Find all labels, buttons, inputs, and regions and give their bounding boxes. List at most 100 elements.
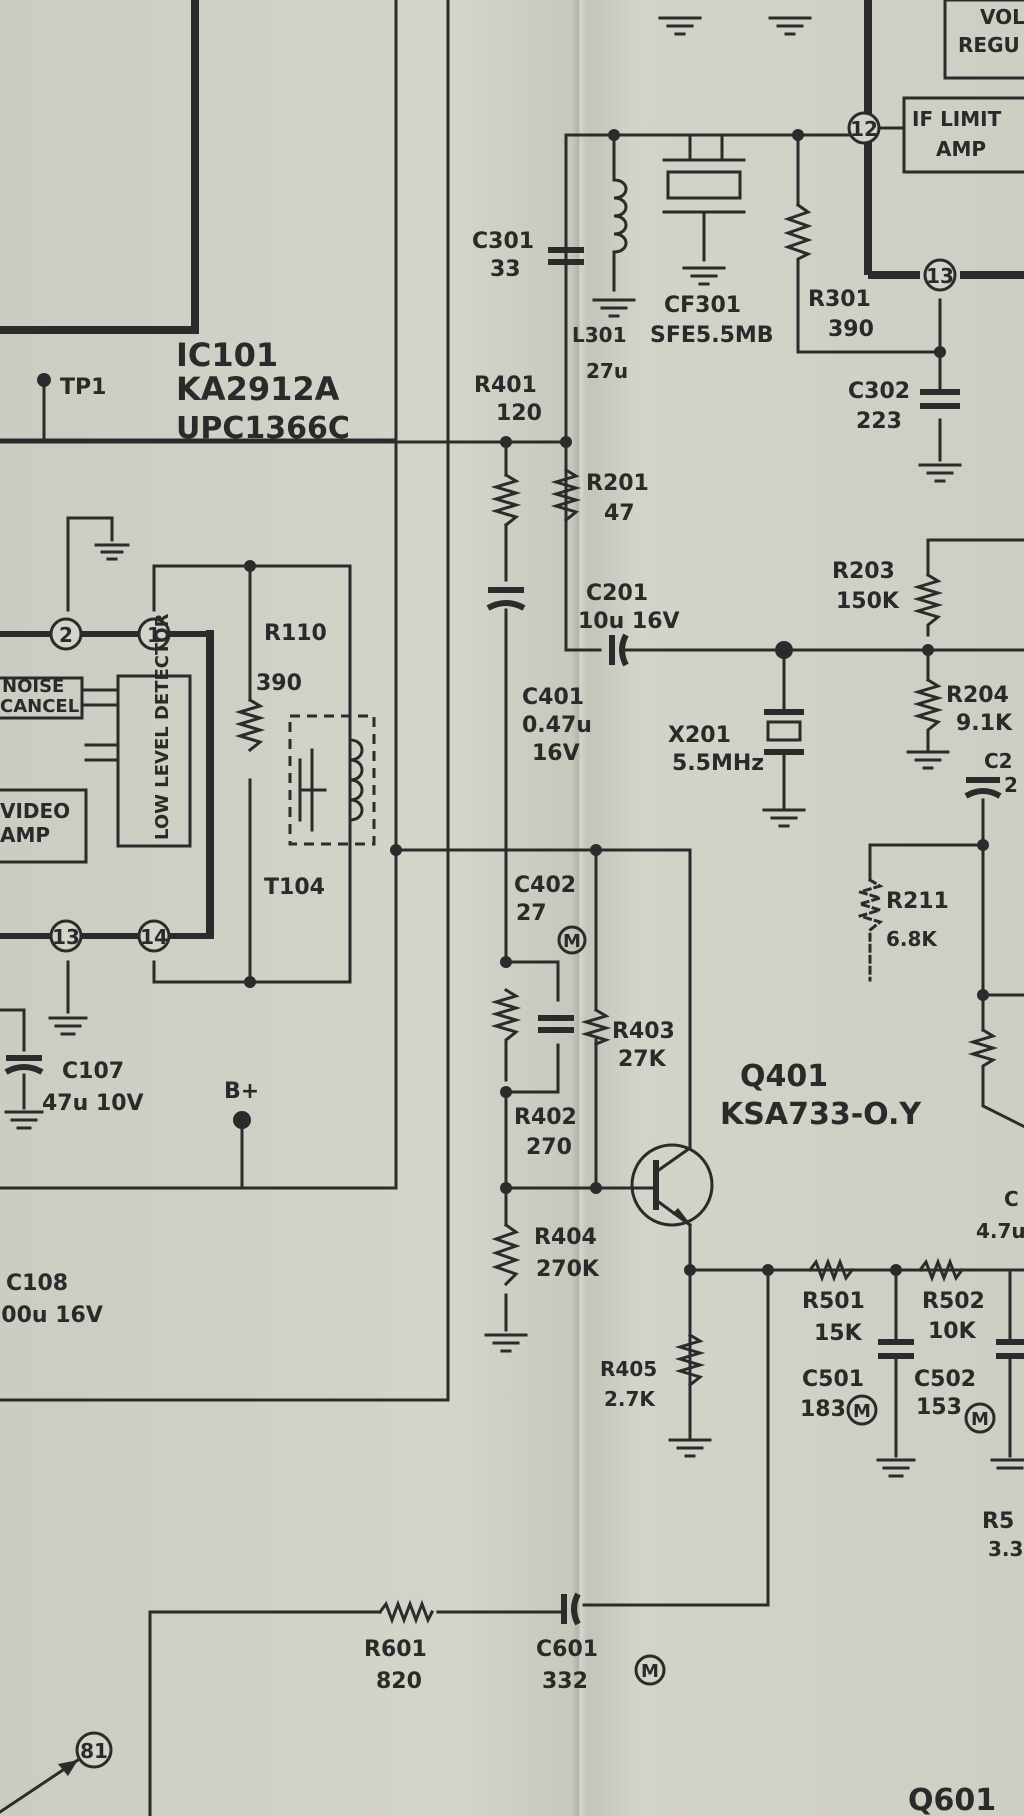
r201-resistor: [550, 467, 582, 523]
c601-value: 332: [542, 1669, 588, 1694]
r211-ref: R211: [886, 889, 949, 914]
r402-resistor: [490, 987, 522, 1082]
cf301-ref: CF301: [664, 293, 741, 318]
r204-ref: R204: [946, 683, 1009, 708]
r405-resistor: [674, 1268, 706, 1432]
ic-block-upper: [0, 0, 199, 334]
l301-ref: L301: [572, 323, 627, 347]
cf301-value: SFE5.5MB: [650, 323, 774, 348]
l301-value: 27u: [586, 359, 628, 383]
m-marker-c402: M: [557, 925, 587, 955]
r203-r204-network: [906, 538, 1024, 770]
svg-text:IC101: IC101: [176, 336, 278, 374]
bottom-wiring: [148, 1603, 770, 1816]
svg-text:13: 13: [926, 264, 954, 288]
q401-transistor: [594, 1138, 714, 1272]
tp1-testpoint: [37, 373, 51, 444]
svg-text:M: M: [853, 1401, 871, 1422]
t104-ref: T104: [264, 875, 325, 900]
m-marker-c501: M: [846, 1394, 878, 1426]
r110-ref: R110: [264, 621, 327, 646]
r405-value: 2.7K: [604, 1387, 656, 1411]
r501-ref: R501: [802, 1289, 865, 1314]
r502-resistor: [917, 1257, 965, 1283]
p81-arrow: [0, 1757, 81, 1814]
m-marker-c502: M: [964, 1402, 996, 1434]
r211-resistor: [854, 877, 886, 982]
r502-ref: R502: [922, 1289, 985, 1314]
video-amp-label-2: AMP: [0, 823, 50, 847]
c301-ref: C301: [472, 229, 534, 254]
junction-dots: [244, 129, 989, 1276]
x201-crystal: [762, 648, 806, 828]
c107-value: 47u 10V: [42, 1091, 144, 1116]
video-amp-label-1: VIDEO: [0, 799, 70, 823]
r404-resistor: [491, 1222, 521, 1287]
c501-value: 183: [800, 1397, 846, 1422]
c202-capacitor: [868, 777, 1024, 1002]
vol-reg-label-2: REGU: [958, 33, 1020, 57]
r301-value: 390: [828, 317, 874, 342]
low-level-detector-label: LOW LEVEL DETECTOR: [152, 613, 173, 840]
c302-ref: C302: [848, 379, 910, 404]
svg-text:12: 12: [850, 117, 878, 141]
q601-ref: Q601: [908, 1783, 996, 1816]
svg-text:1: 1: [147, 623, 161, 647]
r401-ref: R401: [474, 373, 537, 398]
noise-cancel-label-1: NOISE: [2, 676, 64, 697]
r204-value: 9.1K: [956, 711, 1013, 736]
c402-value: 27: [516, 901, 547, 926]
r110-value: 390: [256, 671, 302, 696]
ic101-label: IC101 KA2912A UPC1366C: [176, 336, 350, 446]
r211-value: 6.8K: [886, 927, 938, 951]
c202-ref: C2: [984, 749, 1013, 773]
noise-cancel-label-2: CANCEL: [0, 696, 79, 717]
svg-text:UPC1366C: UPC1366C: [176, 411, 350, 446]
if-limit-label-1: IF LIMIT: [912, 107, 1002, 131]
t104-transformer: [288, 714, 376, 846]
r405-ref: R405: [600, 1357, 657, 1381]
c201-value: 10u 16V: [578, 609, 680, 634]
r503-ref: R5: [982, 1509, 1014, 1534]
c302-capacitor: [920, 389, 960, 409]
pin-13: 13: [49, 919, 83, 953]
ground-symbols-top: [592, 16, 962, 483]
r403-resistor: [580, 1007, 612, 1046]
r203-ref: R203: [832, 559, 895, 584]
cf301-ceramic-filter: [662, 158, 746, 214]
r401-value: 120: [496, 401, 542, 426]
r404-ref: R404: [534, 1225, 597, 1250]
pin-2: 2: [49, 617, 83, 651]
c402-capacitor: [538, 1015, 574, 1033]
ic-frame: [0, 0, 450, 1402]
r203-value: 150K: [836, 589, 900, 614]
r601-ref: R601: [364, 1637, 427, 1662]
r403-value: 27K: [618, 1047, 667, 1072]
pin-13-top: 13: [923, 258, 957, 292]
c301-capacitor: [548, 247, 584, 265]
c502-capacitor: [990, 1268, 1024, 1470]
r301-ref: R301: [808, 287, 871, 312]
r502-value: 10K: [928, 1319, 977, 1344]
q401-value: KSA733-O.Y: [720, 1097, 922, 1132]
svg-text:M: M: [641, 1661, 659, 1682]
c107-ref: C107: [62, 1059, 124, 1084]
c503-ref: C: [1004, 1187, 1019, 1211]
c108-ref: C108: [6, 1271, 68, 1296]
r503-resistor: [967, 998, 1024, 1129]
r402-value: 270: [526, 1135, 572, 1160]
x201-value: 5.5MHz: [672, 751, 764, 776]
c502-value: 153: [916, 1395, 962, 1420]
r301-resistor: [783, 202, 813, 277]
x201-ref: X201: [668, 723, 731, 748]
c501-ref: C501: [802, 1367, 864, 1392]
r110-resistor: [234, 697, 266, 753]
c601-capacitor: [561, 1592, 581, 1626]
c401-value: 0.47u: [522, 713, 592, 738]
c107-capacitor: [0, 1008, 44, 1130]
r402-ref: R402: [514, 1105, 577, 1130]
c401-ref: C401: [522, 685, 584, 710]
c502-ref: C502: [914, 1367, 976, 1392]
